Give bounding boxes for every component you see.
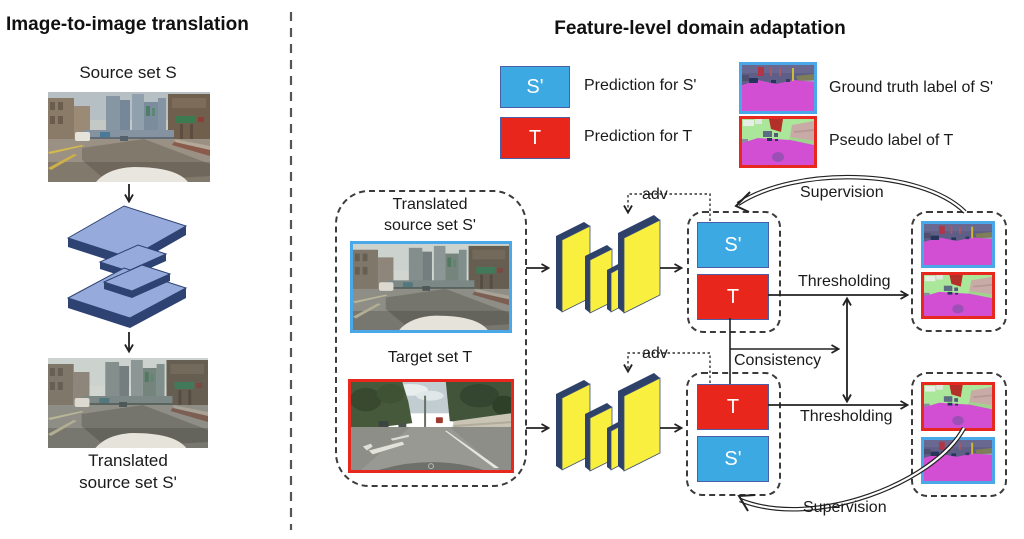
- right-panel-title: Feature-level domain adaptation: [554, 18, 846, 39]
- prediction-t-bottom-symbol: T: [726, 395, 740, 418]
- thresholding-label-bottom: Thresholding: [800, 408, 893, 425]
- supervision-label-bottom: Supervision: [803, 499, 887, 516]
- generator-network: [67, 205, 187, 329]
- target-set-label: Target set T: [387, 349, 473, 366]
- input-translated-label: Translated source set S': [355, 194, 505, 236]
- pseudo-seg-image: [924, 385, 992, 428]
- translated-set-label: Translated source set S': [30, 450, 226, 494]
- gt-seg-image: [924, 440, 992, 481]
- legend-prediction-t-text: Prediction for T: [584, 128, 693, 145]
- pseudo-label-bottom: [921, 382, 995, 431]
- adv-label-top: adv: [642, 186, 668, 203]
- feature-network-top: [555, 214, 661, 314]
- legend-pseudo-thumbnail: [739, 116, 817, 168]
- legend-prediction-s-swatch: S': [500, 66, 570, 108]
- source-set-label: Source set S: [79, 63, 177, 82]
- prediction-t-box-bottom: T: [697, 384, 769, 430]
- target-street-image: [351, 382, 511, 470]
- consistency-label: Consistency: [734, 352, 822, 369]
- gt-label-top: [921, 221, 995, 268]
- adv-label-bottom: adv: [642, 345, 668, 362]
- input-translated-label-line2: source set S': [384, 217, 476, 234]
- input-translated-label-line1: Translated: [392, 196, 468, 213]
- translated-set-label-line2: source set S': [79, 473, 177, 492]
- pseudo-seg-image: [924, 275, 992, 316]
- thresholding-label-top: Thresholding: [798, 273, 891, 290]
- legend-gt-thumbnail: [739, 62, 817, 114]
- pseudo-label-top: [921, 272, 995, 319]
- legend-prediction-t-swatch: T: [500, 117, 570, 159]
- prediction-t-top-symbol: T: [726, 285, 740, 308]
- legend-gt-text: Ground truth label of S': [829, 79, 994, 96]
- translated-street-image: [353, 244, 509, 330]
- input-sets-group: [335, 190, 527, 487]
- prediction-s-bottom-symbol: S': [724, 447, 742, 470]
- legend-prediction-t-symbol: T: [528, 126, 542, 149]
- supervision-label-top: Supervision: [800, 184, 884, 201]
- prediction-t-box-top: T: [697, 274, 769, 320]
- source-image: [48, 92, 210, 182]
- legend-pseudo-text: Pseudo label of T: [829, 132, 954, 149]
- translated-image-left: [48, 358, 208, 448]
- prediction-s-box-bottom: S': [697, 436, 769, 482]
- translated-image-input: [350, 241, 512, 333]
- translated-set-label-line1: Translated: [88, 451, 168, 470]
- legend-prediction-s-text: Prediction for S': [584, 77, 697, 94]
- prediction-s-top-symbol: S': [724, 233, 742, 256]
- target-image-input: [348, 379, 514, 473]
- gt-label-bottom: [921, 437, 995, 484]
- gt-seg-image: [742, 65, 814, 111]
- pseudo-seg-image: [742, 119, 814, 165]
- prediction-group-top: [687, 211, 781, 333]
- prediction-s-box-top: S': [697, 222, 769, 268]
- left-panel-title: Image-to-image translation: [6, 14, 249, 35]
- legend-prediction-s-symbol: S': [526, 75, 544, 98]
- feature-network-bottom: [555, 372, 661, 472]
- gt-seg-image: [924, 224, 992, 265]
